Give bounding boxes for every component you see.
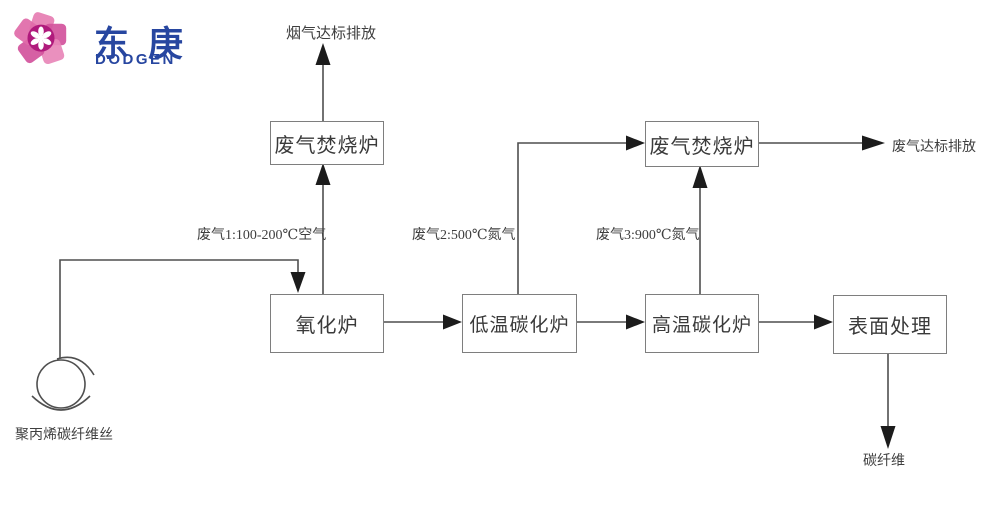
box-label: 高温碳化炉	[651, 315, 752, 336]
arrow-oxidation-to-lowtemp	[382, 314, 462, 330]
arrow-incinerator1-to-flue-out	[315, 43, 331, 122]
label-flue-gas-discharge: 烟气达标排放	[286, 26, 377, 42]
box-label: 氧化炉	[295, 315, 359, 337]
label-waste-gas-discharge: 废气达标排放	[892, 140, 976, 155]
box-label: 废气焚烧炉	[649, 135, 755, 158]
box-low-temp-carbonization-furnace: 低温碳化炉	[462, 294, 577, 353]
label-product-carbon-fiber: 碳纤维	[863, 454, 905, 469]
company-logo: 东庚 DODGEN	[14, 10, 214, 80]
box-waste-gas-incinerator-2: 废气焚烧炉	[645, 121, 759, 167]
box-oxidation-furnace: 氧化炉	[270, 294, 384, 353]
arrow-hightemp-to-incinerator2	[692, 165, 708, 294]
arrow-spool-to-oxidation	[59, 259, 306, 358]
arrow-surface-to-product	[880, 352, 896, 449]
logo-latin-name: DODGEN	[95, 51, 176, 68]
arrow-incinerator2-to-waste-out	[757, 135, 885, 151]
box-label: 低温碳化炉	[469, 315, 570, 336]
box-label: 废气焚烧炉	[274, 134, 380, 157]
fiber-spool-icon	[31, 356, 95, 411]
box-waste-gas-incinerator-1: 废气焚烧炉	[270, 121, 384, 165]
label-raw-material: 聚丙烯碳纤维丝	[15, 428, 113, 443]
box-label: 表面处理	[848, 316, 932, 338]
arrow-lowtemp-to-hightemp	[575, 314, 645, 330]
box-surface-treatment: 表面处理	[833, 295, 947, 354]
arrow-oxidation-to-incinerator1	[315, 163, 331, 294]
arrow-lowtemp-to-incinerator2	[517, 135, 645, 294]
label-waste-gas-2: 废气2:500℃氮气	[412, 228, 516, 243]
logo-flower-icon	[14, 12, 67, 65]
box-high-temp-carbonization-furnace: 高温碳化炉	[645, 294, 759, 353]
label-waste-gas-3: 废气3:900℃氮气	[596, 228, 700, 243]
arrow-hightemp-to-surface	[757, 314, 833, 330]
logo-chinese-name: 东庚	[94, 25, 184, 64]
label-waste-gas-1: 废气1:100-200℃空气	[197, 228, 327, 243]
